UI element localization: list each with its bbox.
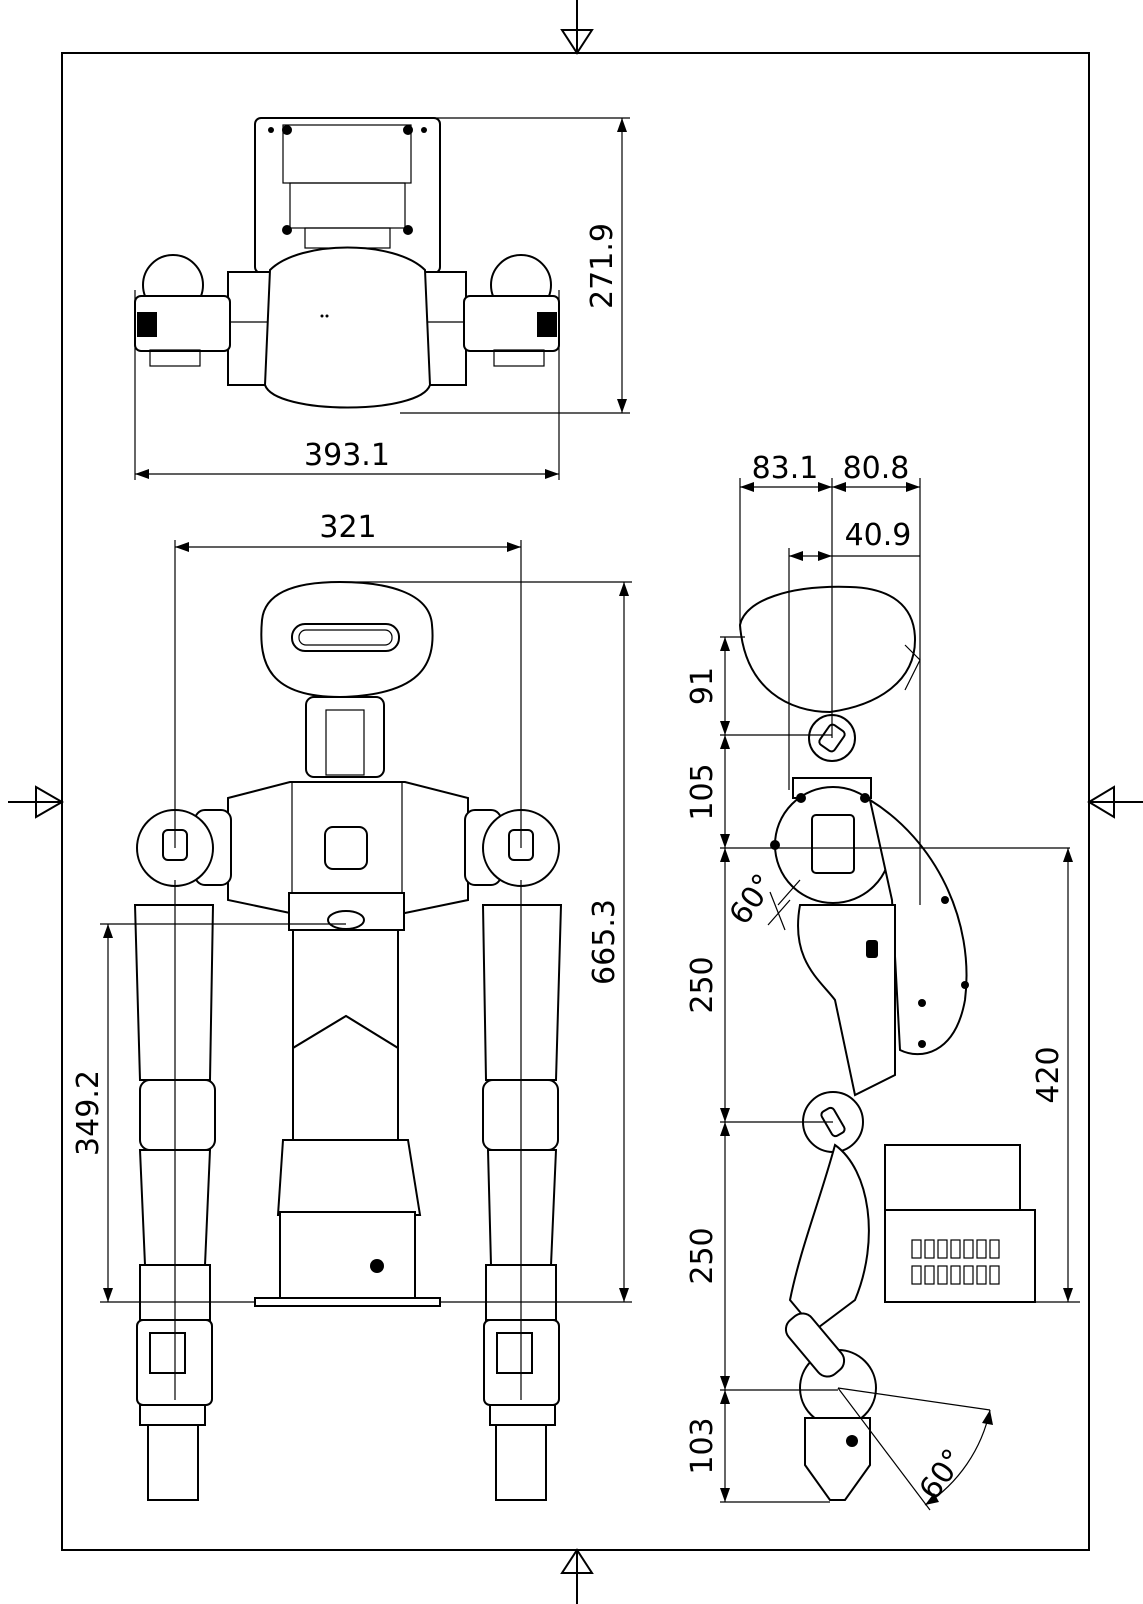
section-marker-bottom <box>560 1548 594 1604</box>
angle-wrist-label: 60° <box>913 1443 972 1507</box>
dimension-front-armspan <box>174 540 522 848</box>
angle-indicator-shoulder <box>767 879 801 931</box>
dim-front-armspan-label: 321 <box>319 510 376 545</box>
dimension-side-top-offsets <box>739 478 921 905</box>
dim-side-body-offset-label: 80.8 <box>843 451 910 486</box>
dimension-top-height <box>320 117 630 414</box>
dim-side-neck-height-label: 105 <box>685 763 720 820</box>
dimension-top-width <box>134 290 560 480</box>
dim-side-shoulder-to-base-label: 420 <box>1031 1046 1066 1103</box>
top-view-robot <box>134 117 560 409</box>
dim-side-neck-offset-label: 40.9 <box>845 518 912 553</box>
dim-side-forearm-label: 250 <box>685 1227 720 1284</box>
dim-side-upper-arm-label: 250 <box>685 956 720 1013</box>
section-marker-top <box>560 0 594 55</box>
dim-side-head-height-label: 91 <box>685 667 720 705</box>
drawing-frame <box>61 52 1090 1551</box>
dimension-front-height <box>340 581 632 1303</box>
dim-side-gripper-label: 103 <box>685 1417 720 1474</box>
dim-side-head-offset-label: 83.1 <box>752 451 819 486</box>
dim-top-width-label: 393.1 <box>304 438 390 473</box>
section-marker-left <box>8 785 65 819</box>
dim-top-height-label: 271.9 <box>585 223 620 309</box>
angle-indicator-wrist <box>837 1387 993 1511</box>
dimension-side-vertical-chain <box>720 636 1070 1503</box>
dimension-side-shoulder-to-base <box>1035 848 1080 1303</box>
side-view-robot <box>738 585 1036 1501</box>
angle-shoulder-label: 60° <box>723 868 782 932</box>
front-view-robot <box>133 580 563 1501</box>
dim-front-armlength-label: 349.2 <box>71 1070 106 1156</box>
dim-front-height-label: 665.3 <box>587 899 622 985</box>
section-marker-right <box>1087 785 1143 819</box>
dimension-side-neck-offset <box>788 548 920 790</box>
dimension-front-armlength <box>100 923 346 1303</box>
